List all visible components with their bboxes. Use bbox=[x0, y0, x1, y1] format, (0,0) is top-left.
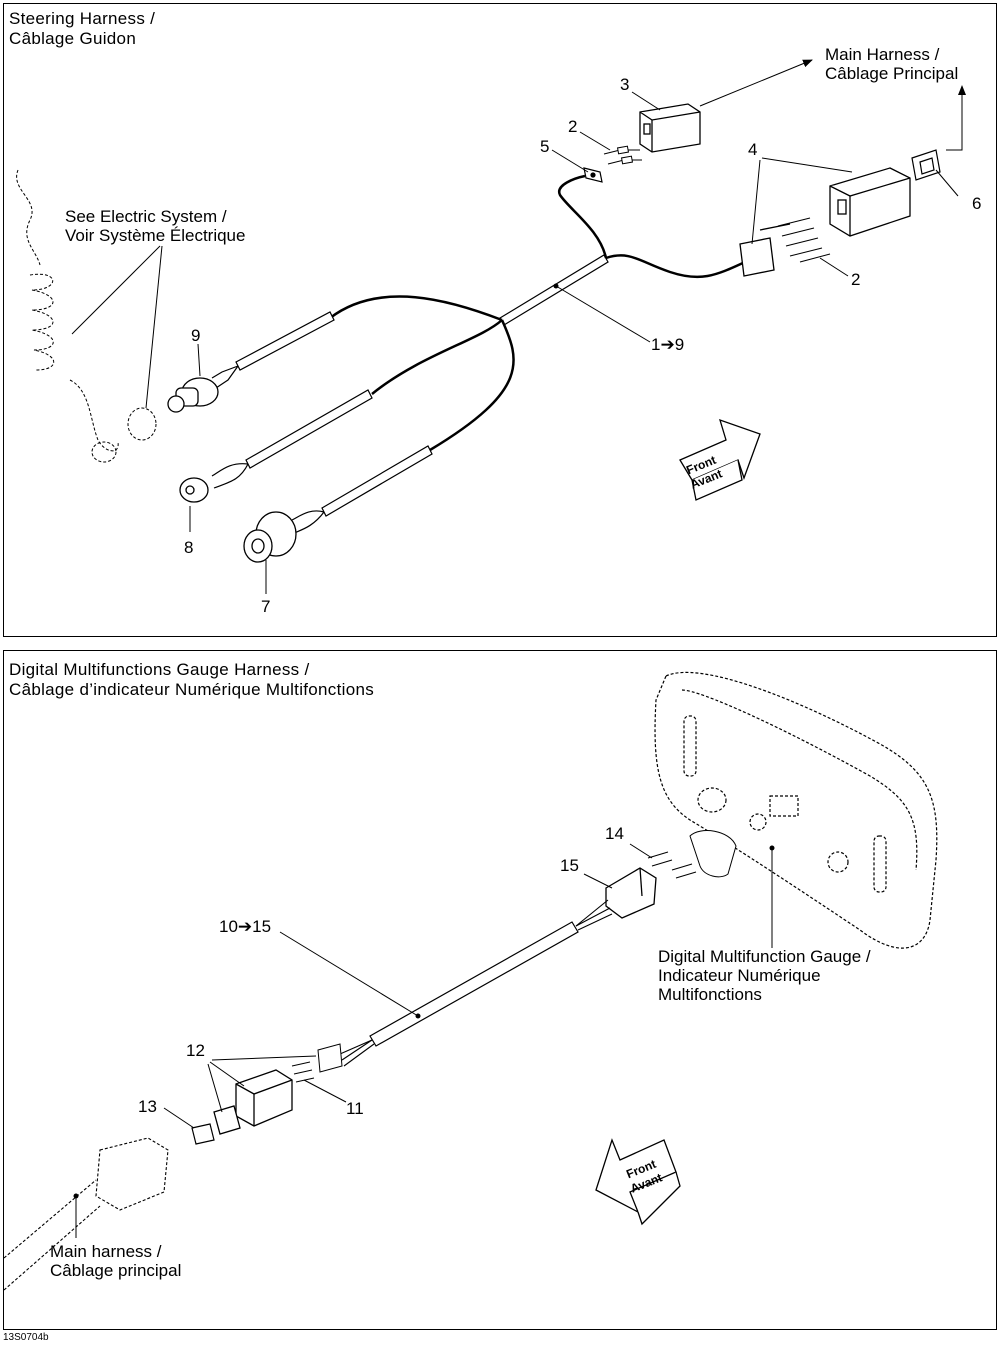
electric-system-label-line1: See Electric System / bbox=[65, 207, 227, 226]
gauge-label-line1: Digital Multifunction Gauge / bbox=[658, 947, 871, 966]
top-panel-title-line1: Steering Harness / bbox=[9, 9, 156, 28]
main-harness-connector bbox=[3, 1137, 169, 1291]
part-5-seal bbox=[583, 167, 603, 183]
top-leader-lines bbox=[71, 59, 966, 594]
front-arrow-bottom bbox=[595, 1138, 681, 1226]
part-15-connector bbox=[605, 867, 657, 919]
part-2-terminals-right bbox=[777, 217, 831, 263]
callout-2b: 2 bbox=[851, 270, 861, 289]
main-harness-label-line2: Câblage Principal bbox=[825, 64, 959, 83]
main-harness-bottom-line2: Câblage principal bbox=[50, 1261, 182, 1280]
gauge-harness-panel bbox=[3, 650, 997, 1330]
part-11-terminals bbox=[291, 1043, 343, 1083]
electric-system-label-line2: Voir Système Électrique bbox=[65, 226, 246, 245]
bottom-leader-lines bbox=[75, 843, 773, 1238]
callout-dot-1-9 bbox=[553, 283, 559, 289]
front-arrow-top bbox=[679, 418, 761, 501]
callout-2a: 2 bbox=[568, 117, 578, 136]
callout-dot-10-15 bbox=[415, 1013, 421, 1019]
callout-5: 5 bbox=[540, 137, 550, 156]
callout-12: 12 bbox=[186, 1041, 205, 1060]
digital-gauge-body bbox=[654, 671, 938, 949]
figure-code: 13S0704b bbox=[3, 1332, 49, 1343]
coiled-cord bbox=[16, 169, 157, 463]
steering-harness-wires bbox=[329, 174, 746, 452]
part-2-terminals-top bbox=[603, 145, 642, 165]
callout-9: 9 bbox=[191, 326, 201, 345]
callout-10-15: 10➔15 bbox=[219, 917, 272, 936]
callout-15: 15 bbox=[560, 856, 579, 875]
part-9-switch bbox=[167, 377, 219, 413]
gauge-harness-wires bbox=[339, 899, 613, 1067]
part-14-terminals bbox=[647, 830, 737, 879]
callout-dot-main-harness bbox=[73, 1193, 79, 1199]
steering-harness-tube bbox=[499, 254, 609, 326]
callout-14: 14 bbox=[605, 824, 624, 843]
callout-7: 7 bbox=[261, 597, 271, 616]
part-12-connector bbox=[213, 1069, 293, 1135]
gauge-label-line2: Indicateur Numérique bbox=[658, 966, 821, 985]
part-8-ring-terminal bbox=[179, 477, 209, 503]
part-6-lock bbox=[911, 149, 941, 181]
main-harness-bottom-line1: Main harness / bbox=[50, 1242, 162, 1261]
callout-4: 4 bbox=[748, 140, 758, 159]
steering-branch-tubes bbox=[235, 311, 433, 517]
callout-6: 6 bbox=[972, 194, 982, 213]
bottom-panel-title-line2: Câblage d’indicateur Numérique Multifonc… bbox=[9, 680, 375, 699]
callout-8: 8 bbox=[184, 538, 194, 557]
part-3-connector bbox=[639, 103, 701, 153]
bottom-panel-title-line1: Digital Multifunctions Gauge Harness / bbox=[9, 660, 310, 679]
callout-11: 11 bbox=[346, 1099, 364, 1118]
callout-13: 13 bbox=[138, 1097, 157, 1116]
top-panel-title-line2: Câblage Guidon bbox=[9, 29, 137, 48]
part-7-sender bbox=[243, 511, 297, 563]
part-13-lock bbox=[191, 1123, 215, 1145]
main-harness-label-line1: Main Harness / bbox=[825, 45, 940, 64]
gauge-label-line3: Multifonctions bbox=[658, 985, 762, 1004]
callout-3: 3 bbox=[620, 75, 630, 94]
part-4-connector bbox=[739, 167, 911, 277]
callout-dot-gauge bbox=[769, 845, 775, 851]
callout-1-9: 1➔9 bbox=[651, 335, 685, 354]
gauge-harness-tube bbox=[369, 921, 579, 1047]
